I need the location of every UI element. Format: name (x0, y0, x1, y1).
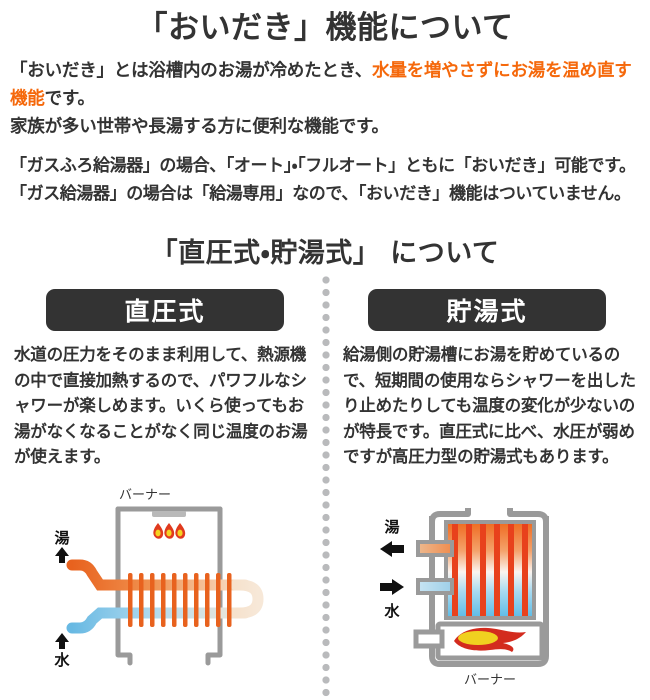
intro-text-part2: です。 (44, 89, 95, 109)
diagram-left-caption: バーナー (119, 488, 171, 503)
intro2-line2: 「ガス給湯器」の場合は「給湯専用」なので、「おいだき」機能はついていません。 (10, 184, 631, 204)
u-bend-pipe (230, 579, 264, 619)
section-title: 「直圧式・貯湯式」 について (150, 238, 500, 269)
badge-chotou-shiki: 貯湯式 (368, 289, 606, 331)
heat-exchanger-fins (128, 573, 232, 627)
intro-paragraph: 「おいだき」とは浴槽内のお湯が冷めたとき、水量を増やさずにお湯を温め直す機能です… (10, 57, 646, 141)
burner-flames (153, 523, 186, 539)
storage-tank-body (444, 520, 536, 620)
page-title: 「おいだき」機能について (136, 10, 514, 46)
intro-line2: 家族が多い世帯や長湯する方に便利な機能です。 (10, 117, 389, 137)
column-right-description: 給湯側の貯湯槽にお湯を貯めているので、短期間の使用ならシャワーを出したり止めたり… (343, 345, 636, 466)
intro-highlight: 水量を増やさずにお湯を温め直す機能 (10, 61, 632, 109)
arrow-up-hot-icon (55, 547, 69, 563)
burner-plate (152, 511, 186, 517)
diagram-left-label-cold: 水 (53, 651, 70, 669)
column-left-description: 水道の圧力をそのまま利用して、熱源機の中で直接加熱するので、パワフルなシャワーが… (14, 345, 308, 466)
storage-tank-heat-bars (452, 524, 528, 616)
badge-chokuatsu-shiki: 直圧式 (46, 289, 284, 331)
dotted-divider (322, 276, 330, 700)
burner-gas-inlet (413, 629, 445, 649)
hot-outlet-stub (416, 540, 454, 557)
diagram-direct-pressure: バーナー (40, 485, 320, 675)
storage-case-top (429, 508, 549, 523)
hot-water-pipe (66, 559, 251, 591)
storage-case-outline (429, 516, 549, 667)
burner-flame (454, 627, 526, 652)
arrow-left-hot-icon (380, 541, 404, 557)
cold-inlet-stub (416, 578, 454, 595)
arrow-right-cold-icon (380, 579, 404, 595)
intro-secondary-paragraph: 「ガスふろ給湯器」の場合、「オート」・「フルオート」ともに「おいだき」可能です。… (10, 152, 650, 208)
diagram-right-caption: バーナー (464, 673, 516, 688)
cold-water-pipe (66, 607, 251, 634)
diagram-right-label-cold: 水 (383, 602, 400, 620)
diagram-left-label-hot: 湯 (54, 529, 69, 547)
diagram-right-label-hot: 湯 (384, 518, 399, 536)
intro2-line1: 「ガスふろ給湯器」の場合、「オート」・「フルオート」ともに「おいだき」可能です。 (10, 156, 636, 176)
diagram-storage-tank: バーナー 湯 水 (370, 508, 650, 700)
intro-text-part1: 「おいだき」とは浴槽内のお湯が冷めたとき、 (10, 61, 373, 81)
arrow-up-cold-icon (55, 633, 69, 649)
